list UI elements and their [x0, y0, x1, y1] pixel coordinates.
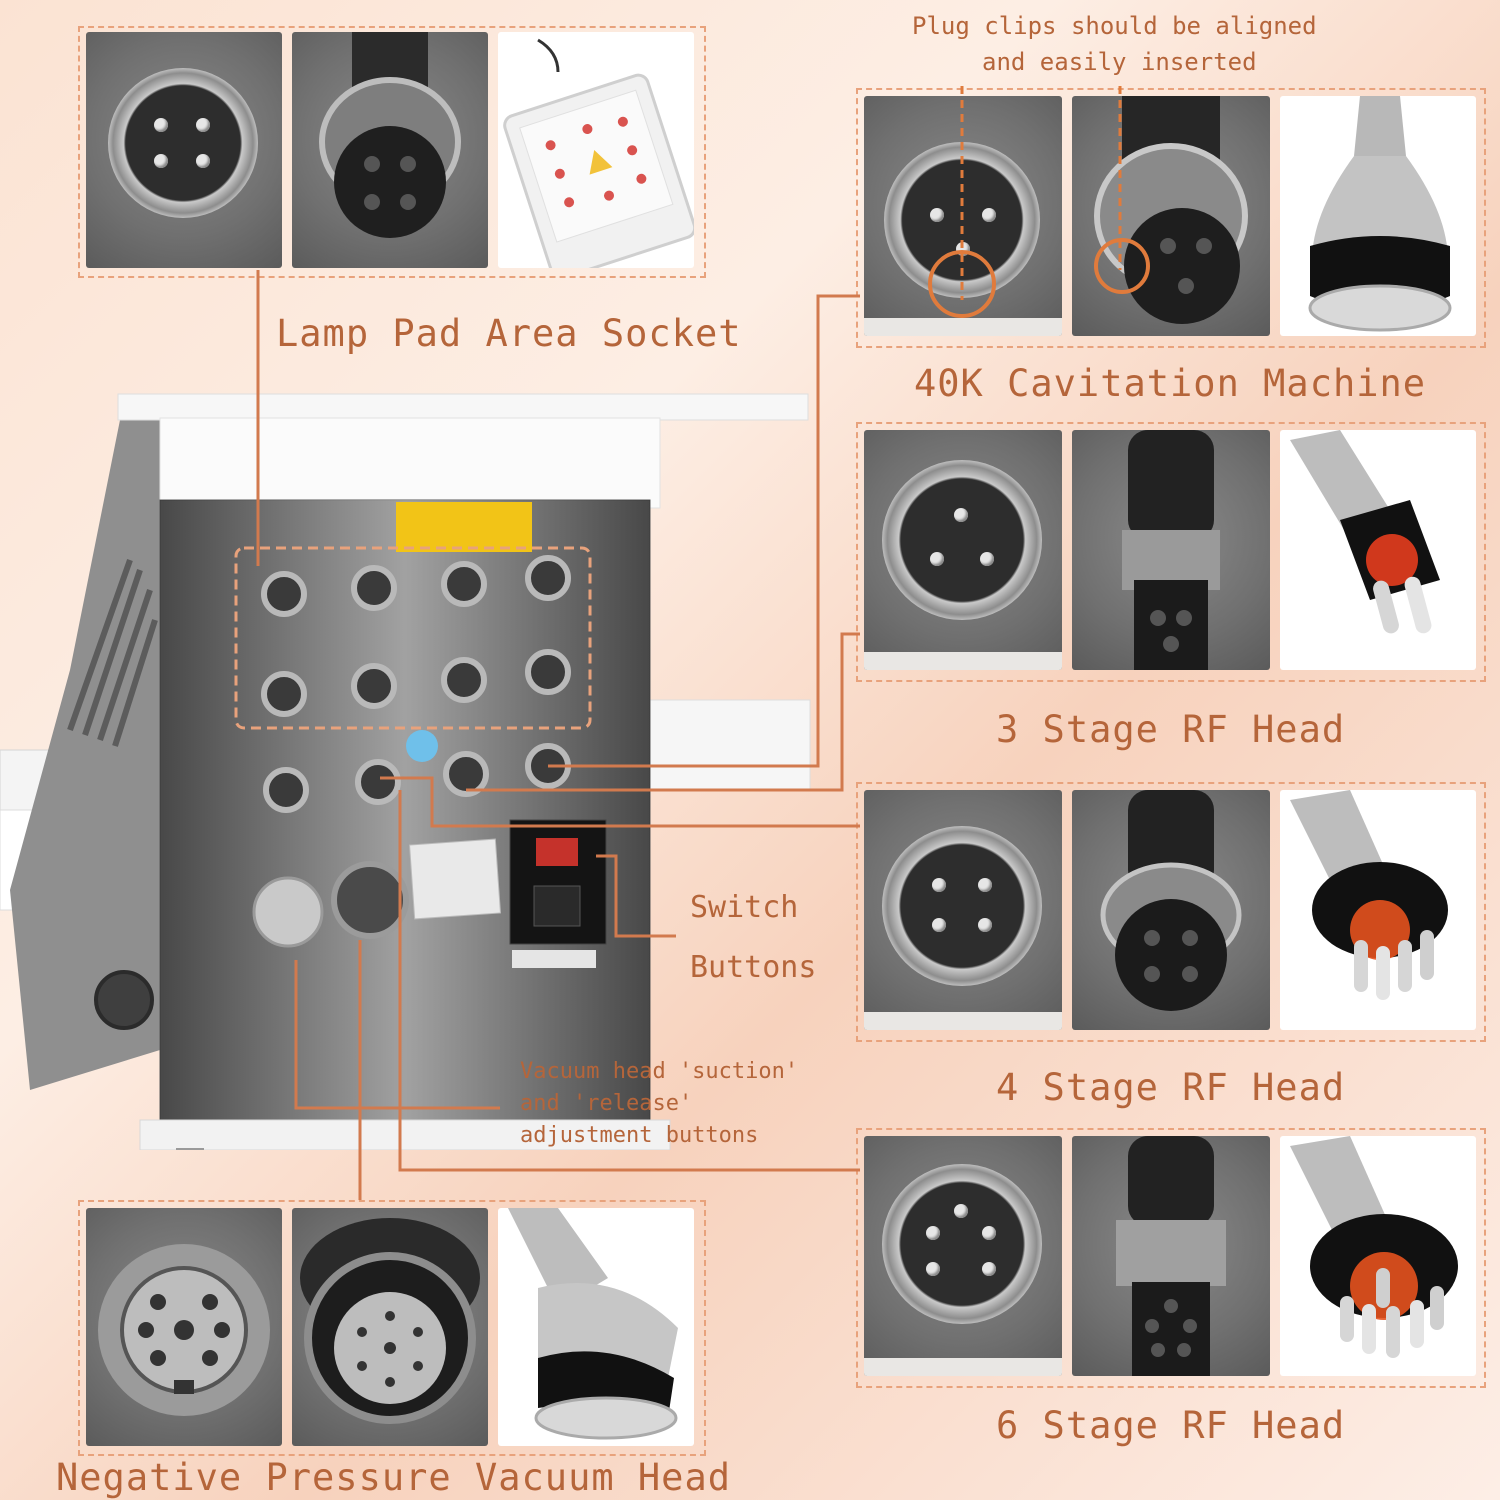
- switch-label-line1: Switch: [690, 890, 799, 925]
- cavitation-probe-photo: [1280, 96, 1476, 336]
- connector-4pin-icon: [882, 826, 1042, 986]
- rf-probe-icon: [1290, 790, 1448, 1000]
- rf4-socket-photo: [864, 790, 1062, 1030]
- cavitation-socket-photo: [864, 96, 1062, 336]
- plug-5pin-icon: [1116, 1136, 1226, 1376]
- connector-6pin-icon: [98, 1244, 270, 1416]
- rf-probe-icon: [1290, 430, 1440, 634]
- rf6-photo-group: [856, 1128, 1486, 1388]
- plug-4pin-icon: [319, 32, 461, 238]
- rf6-label: 6 Stage RF Head: [996, 1404, 1346, 1447]
- rf4-probe-photo: [1280, 790, 1476, 1030]
- vacuum-photo-group: [78, 1200, 706, 1456]
- vacuum-plug-photo: [292, 1208, 488, 1446]
- cavitation-plug-photo: [1072, 96, 1270, 336]
- rf4-label: 4 Stage RF Head: [996, 1066, 1346, 1109]
- cavitation-label: 40K Cavitation Machine: [914, 362, 1427, 405]
- rf3-label: 3 Stage RF Head: [996, 708, 1346, 751]
- connector-3pin-icon: [884, 142, 1040, 298]
- rf3-plug-photo: [1072, 430, 1270, 670]
- vacuum-buttons-line1: Vacuum head 'suction': [520, 1059, 799, 1084]
- rf6-socket-photo: [864, 1136, 1062, 1376]
- vacuum-socket-photo: [86, 1208, 282, 1446]
- lamp-pad-plug-photo: [292, 32, 488, 268]
- lamp-pad-photo-group: [78, 26, 706, 278]
- machine-illustration: [0, 393, 811, 1150]
- vacuum-plug-icon: [300, 1218, 480, 1424]
- plug-clips-note-line1: Plug clips should be aligned: [912, 12, 1317, 40]
- connector-3pin-icon: [882, 460, 1042, 620]
- vacuum-head-label: Negative Pressure Vacuum Head: [56, 1456, 732, 1499]
- plug-4pin-icon: [1100, 790, 1242, 1011]
- connector-4pin-icon: [108, 68, 258, 218]
- rf-probe-icon: [1290, 1136, 1458, 1358]
- plug-3pin-icon: [1094, 96, 1248, 324]
- vacuum-buttons-line2: and 'release': [520, 1091, 693, 1116]
- plug-clips-note-line2: and easily inserted: [982, 48, 1257, 76]
- cavitation-photo-group: [856, 88, 1486, 348]
- lamp-pad-socket-photo: [86, 32, 282, 268]
- rf6-plug-photo: [1072, 1136, 1270, 1376]
- connector-5pin-icon: [882, 1164, 1042, 1324]
- cavitation-probe-icon: [1308, 96, 1452, 332]
- rf3-socket-photo: [864, 430, 1062, 670]
- plug-3pin-icon: [1122, 430, 1220, 670]
- switch-label-line2: Buttons: [690, 950, 817, 985]
- lamp-pad-label: Lamp Pad Area Socket: [276, 312, 742, 355]
- remote-pad-icon: [503, 38, 694, 268]
- vacuum-buttons-line3: adjustment buttons: [520, 1123, 759, 1148]
- lamp-pad-remote-photo: [498, 32, 694, 268]
- vacuum-probe-photo: [498, 1208, 694, 1446]
- rf4-plug-photo: [1072, 790, 1270, 1030]
- rf3-probe-photo: [1280, 430, 1476, 670]
- rf6-probe-photo: [1280, 1136, 1476, 1376]
- vacuum-probe-icon: [508, 1208, 678, 1440]
